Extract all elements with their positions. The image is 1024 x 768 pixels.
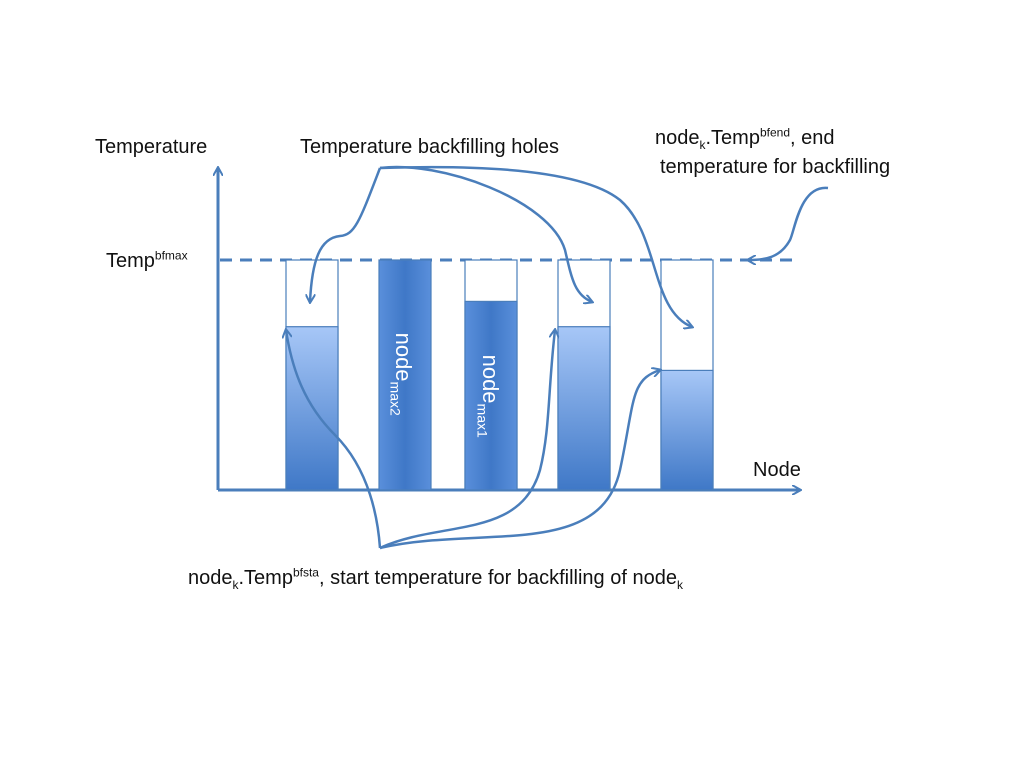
bar-2-text: node xyxy=(390,332,416,382)
arrow-holes-to-bar-5 xyxy=(379,165,692,327)
arrow-start-to-bar-1 xyxy=(286,330,382,549)
tempmax-sup: bfmax xyxy=(154,248,188,263)
arrow-end-label-to-dashed-line xyxy=(748,186,829,260)
bar-4-fill xyxy=(557,326,611,491)
bar-3-fill xyxy=(464,300,518,491)
end-sup: bfend xyxy=(759,125,790,140)
y-axis-label: Temperature xyxy=(95,136,208,158)
tempmax-base: Temp xyxy=(106,250,155,272)
x-axis-label: Node xyxy=(753,459,801,481)
bar-3-label: nodemax1 xyxy=(474,355,502,438)
end-rest1: , end xyxy=(790,127,835,149)
tempmax-label: Tempbfmax xyxy=(106,249,188,273)
start-sup: bfsta xyxy=(292,565,319,580)
bar-2-fill xyxy=(378,259,432,491)
bar-5-fill xyxy=(660,369,714,491)
bars xyxy=(285,259,714,491)
end-node: node xyxy=(655,127,700,149)
bar-3-sub: max1 xyxy=(474,403,491,438)
start-temp-label: nodek.Tempbfsta, start temperature for b… xyxy=(188,565,683,592)
end-temp: .Temp xyxy=(705,127,760,149)
bar-3-text: node xyxy=(477,354,503,404)
start-tail-sub: k xyxy=(676,578,683,592)
end-node-sub: k xyxy=(699,138,706,152)
arrow-start-to-bar-4 xyxy=(379,330,555,550)
arrow-holes-to-bar-4 xyxy=(379,165,592,302)
start-node: node xyxy=(188,567,233,589)
bar-2-label: nodemax2 xyxy=(387,333,415,416)
holes-label: Temperature backfilling holes xyxy=(300,136,560,158)
arrows xyxy=(286,165,829,550)
arrow-start-to-bar-5 xyxy=(379,370,660,550)
start-temp: .Temp xyxy=(238,567,293,589)
bar-2-sub: max2 xyxy=(387,381,404,416)
start-node-sub: k xyxy=(232,578,239,592)
start-rest: , start temperature for backfilling of n… xyxy=(318,567,677,589)
end-temp-label: nodek.Tempbfend, end xyxy=(655,125,835,152)
arrow-holes-to-bar-1 xyxy=(310,167,382,302)
end-temp-label-line2: temperature for backfilling xyxy=(660,156,891,178)
